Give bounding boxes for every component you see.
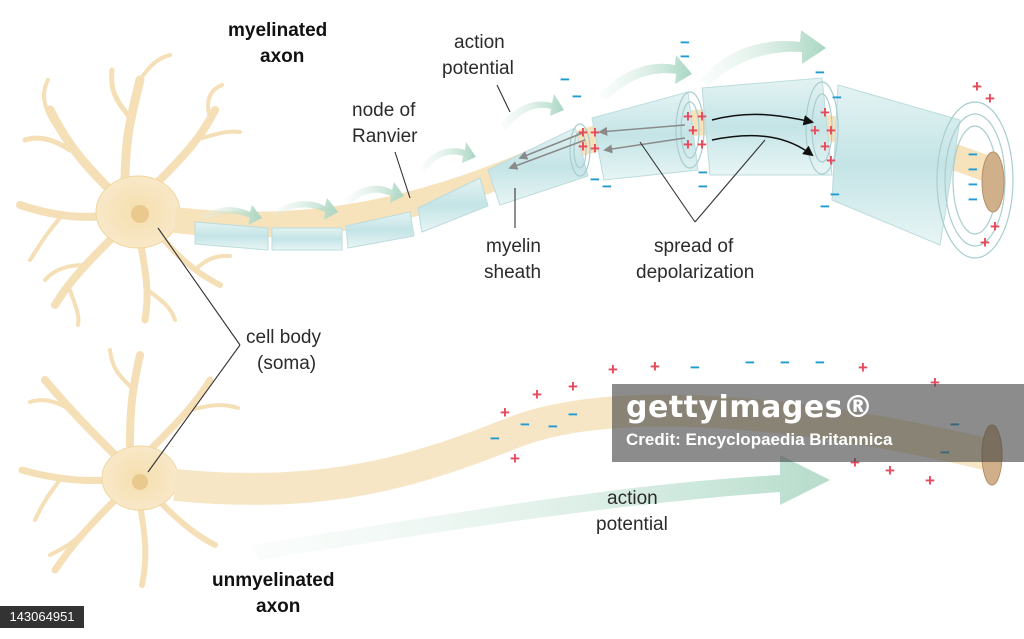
svg-text:−: − <box>968 175 978 194</box>
svg-text:+: + <box>858 358 868 377</box>
svg-text:+: + <box>885 461 895 480</box>
svg-text:−: − <box>815 63 825 82</box>
myelinated-axon-title-line2: axon <box>260 46 304 67</box>
spread-of-depolarization-label-line2: depolarization <box>636 262 754 283</box>
svg-text:−: − <box>698 177 708 196</box>
svg-text:+: + <box>826 151 836 170</box>
svg-text:+: + <box>590 139 600 158</box>
cell-body-label-line2: (soma) <box>257 353 316 374</box>
svg-text:−: − <box>830 185 840 204</box>
svg-text:+: + <box>826 121 836 140</box>
bottom-nucleus <box>132 474 148 490</box>
svg-text:−: − <box>815 353 825 372</box>
svg-text:−: − <box>820 197 830 216</box>
svg-text:+: + <box>980 233 990 252</box>
svg-text:−: − <box>680 47 690 66</box>
svg-text:−: − <box>698 163 708 182</box>
bottom-action-potential-arrow <box>250 455 830 560</box>
node-of-ranvier-label-line2: Ranvier <box>352 126 418 147</box>
myelin-sheath-label: myelin <box>486 236 541 257</box>
svg-text:−: − <box>832 88 842 107</box>
myelin-segments <box>194 77 961 251</box>
bottom-charges: + + + + + + + + + + + − − − − − − − − − … <box>490 353 960 490</box>
svg-text:−: − <box>548 417 558 436</box>
leader-lines <box>147 84 766 473</box>
svg-text:+: + <box>688 121 698 140</box>
spread-of-depolarization-label: spread of <box>654 236 734 257</box>
action-potential-bottom-label: action <box>607 488 658 509</box>
myelin-sheath-label-line2: sheath <box>484 262 541 283</box>
svg-text:+: + <box>697 135 707 154</box>
svg-text:−: − <box>572 87 582 106</box>
svg-text:+: + <box>985 89 995 108</box>
svg-text:+: + <box>650 357 660 376</box>
myelin-rings <box>569 81 1014 259</box>
svg-text:+: + <box>972 77 982 96</box>
svg-text:+: + <box>578 123 588 142</box>
cell-body-label: cell body <box>246 327 321 348</box>
current-arrows <box>508 113 815 170</box>
svg-text:+: + <box>930 373 940 392</box>
watermark-credit: Credit: Encyclopaedia Britannica <box>626 430 893 449</box>
svg-text:−: − <box>690 358 700 377</box>
svg-text:+: + <box>820 137 830 156</box>
svg-text:−: − <box>780 353 790 372</box>
bottom-soma-dendrites <box>18 348 240 588</box>
svg-text:−: − <box>680 33 690 52</box>
myelinated-axon-title: myelinated <box>228 20 327 41</box>
action-potential-bottom-label-line2: potential <box>596 514 668 535</box>
svg-text:+: + <box>590 123 600 142</box>
svg-text:+: + <box>578 137 588 156</box>
action-potential-top-label-line2: potential <box>442 58 514 79</box>
svg-text:+: + <box>510 449 520 468</box>
svg-text:−: − <box>968 190 978 209</box>
svg-text:−: − <box>520 415 530 434</box>
top-axon-end <box>981 151 1005 213</box>
svg-text:−: − <box>568 405 578 424</box>
getty-logo: gettyimages® <box>626 390 874 425</box>
svg-text:−: − <box>490 429 500 448</box>
svg-text:−: − <box>590 170 600 189</box>
svg-text:+: + <box>850 453 860 472</box>
unmyelinated-axon-title: unmyelinated <box>212 570 334 591</box>
svg-text:+: + <box>683 107 693 126</box>
svg-text:+: + <box>925 471 935 490</box>
top-nucleus <box>131 205 149 223</box>
svg-text:+: + <box>532 385 542 404</box>
svg-text:−: − <box>745 353 755 372</box>
svg-text:+: + <box>697 107 707 126</box>
svg-text:+: + <box>500 403 510 422</box>
svg-text:+: + <box>608 360 618 379</box>
svg-text:+: + <box>820 103 830 122</box>
top-charges: − − − − − − − − − − − − + + + + + + + + … <box>560 33 1000 252</box>
svg-text:−: − <box>602 177 612 196</box>
svg-text:−: − <box>560 70 570 89</box>
svg-text:+: + <box>810 121 820 140</box>
image-id-badge: 143064951 <box>0 606 84 628</box>
svg-text:−: − <box>968 145 978 164</box>
top-flow-arrows <box>200 30 826 225</box>
node-of-ranvier-label: node of <box>352 100 416 121</box>
action-potential-top-label: action <box>454 32 505 53</box>
svg-text:+: + <box>990 217 1000 236</box>
svg-text:+: + <box>568 377 578 396</box>
svg-text:+: + <box>683 135 693 154</box>
svg-text:−: − <box>968 160 978 179</box>
unmyelinated-axon-title-line2: axon <box>256 596 300 617</box>
getty-watermark: gettyimages® Credit: Encyclopaedia Brita… <box>612 384 1024 462</box>
